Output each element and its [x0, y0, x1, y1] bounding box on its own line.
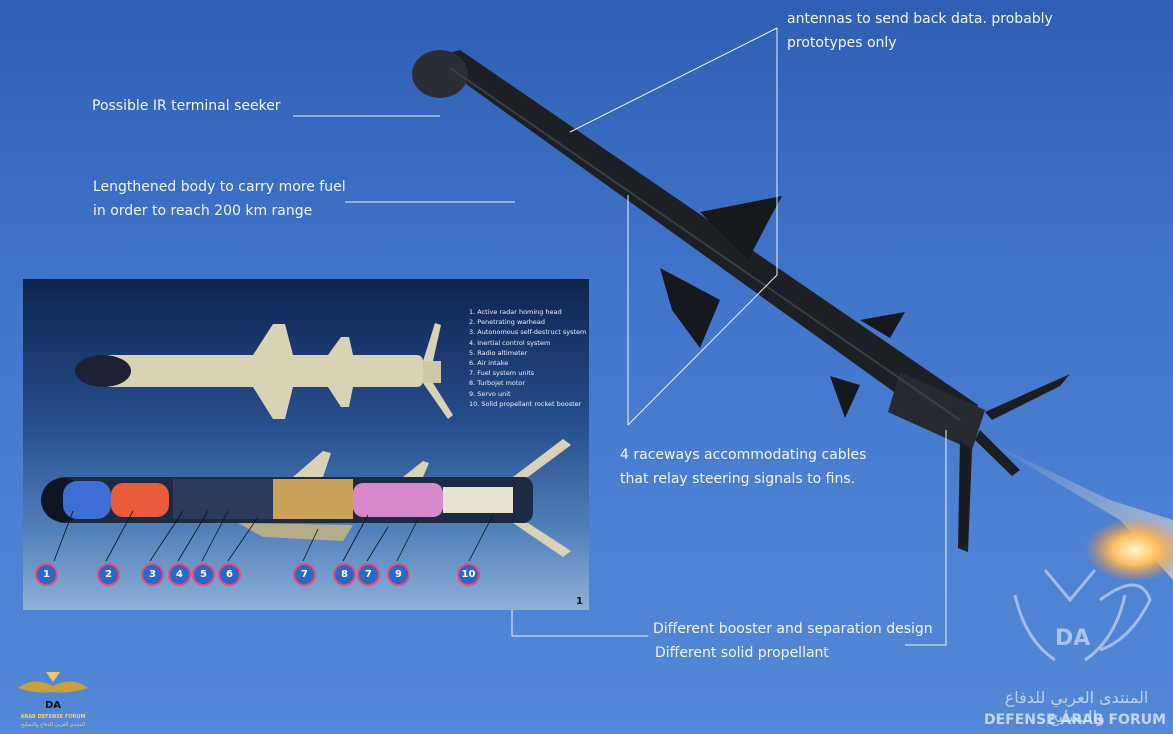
exhaust-trail	[985, 440, 1173, 580]
callout-leaders	[53, 510, 494, 562]
legend-item: 4. Inertial control system	[469, 338, 551, 347]
booster-fin-1	[985, 374, 1070, 420]
legend-item: 3. Autonomous self-destruct system	[469, 328, 587, 337]
cutaway-drawing	[41, 323, 571, 562]
callout-5: 5	[192, 563, 215, 586]
figure-number: 1	[576, 596, 583, 607]
annotation-lengthened-body: Lengthened body to carry more fuel in or…	[93, 179, 346, 219]
leader-lines	[293, 27, 947, 646]
cutaway-view-missile	[41, 439, 571, 557]
callout-9: 9	[387, 563, 410, 586]
callout-3: 3	[141, 563, 164, 586]
wing-lower	[660, 268, 720, 348]
legend-item: 5. Radio altimeter	[469, 348, 528, 357]
annotation-antennas: antennas to send back data. probably pro…	[787, 11, 1053, 51]
callout-7a: 7	[293, 563, 316, 586]
forum-logo-emblem: DA	[18, 672, 88, 711]
legend-item: 8. Turbojet motor	[469, 379, 526, 388]
callout-1: 1	[35, 563, 58, 586]
legend-item: 1. Active radar homing head	[469, 308, 562, 316]
annotation-ir-seeker: Possible IR terminal seeker	[92, 98, 281, 114]
annotation-solid-propellant: Different solid propellant	[655, 645, 829, 661]
annotation-booster-design: Different booster and separation design	[653, 621, 933, 637]
watermark-monogram: DA	[1055, 626, 1090, 651]
component-legend: 1. Active radar homing head 2. Penetrati…	[469, 307, 586, 409]
callout-8: 8	[333, 563, 356, 586]
callout-10: 10	[457, 563, 480, 586]
callout-6: 6	[218, 563, 241, 586]
tail-fin-lower	[830, 376, 860, 418]
forum-logo: DA ARAB DEFENSE FORUM المنتدى العربي للد…	[8, 664, 98, 732]
legend-item: 6. Air intake	[469, 359, 509, 368]
legend-item: 7. Fuel system units	[469, 369, 535, 378]
booster-fin-3	[975, 430, 1020, 476]
legend-item: 10. Solid propellant rocket booster	[469, 399, 582, 408]
wing-upper	[700, 196, 782, 260]
external-view-missile	[75, 323, 453, 419]
forum-logo-arabic: المنتدى العربي للدفاع والتسليح	[20, 722, 86, 728]
callout-4: 4	[168, 563, 191, 586]
forum-logo-name: ARAB DEFENSE FORUM	[20, 714, 86, 720]
callout-2: 2	[97, 563, 120, 586]
callout-7b: 7	[357, 563, 380, 586]
svg-text:DA: DA	[45, 700, 61, 711]
cutaway-inset: 1. Active radar homing head 2. Penetrati…	[23, 279, 589, 610]
watermark-english-text: DEFENSE ARAB FORUM	[983, 712, 1167, 728]
annotation-raceways: 4 raceways accommodating cables that rel…	[620, 447, 867, 487]
watermark-arabic-text: المنتدى العربي للدفاع والتسليح	[1004, 688, 1149, 726]
booster-fin-2	[958, 440, 972, 552]
tail-fin-upper	[860, 312, 905, 338]
legend-item: 9. Servo unit	[469, 389, 511, 398]
legend-item: 2. Penetrating warhead	[469, 318, 546, 327]
missile-body	[412, 50, 1070, 552]
exhaust-flame	[1085, 518, 1173, 582]
